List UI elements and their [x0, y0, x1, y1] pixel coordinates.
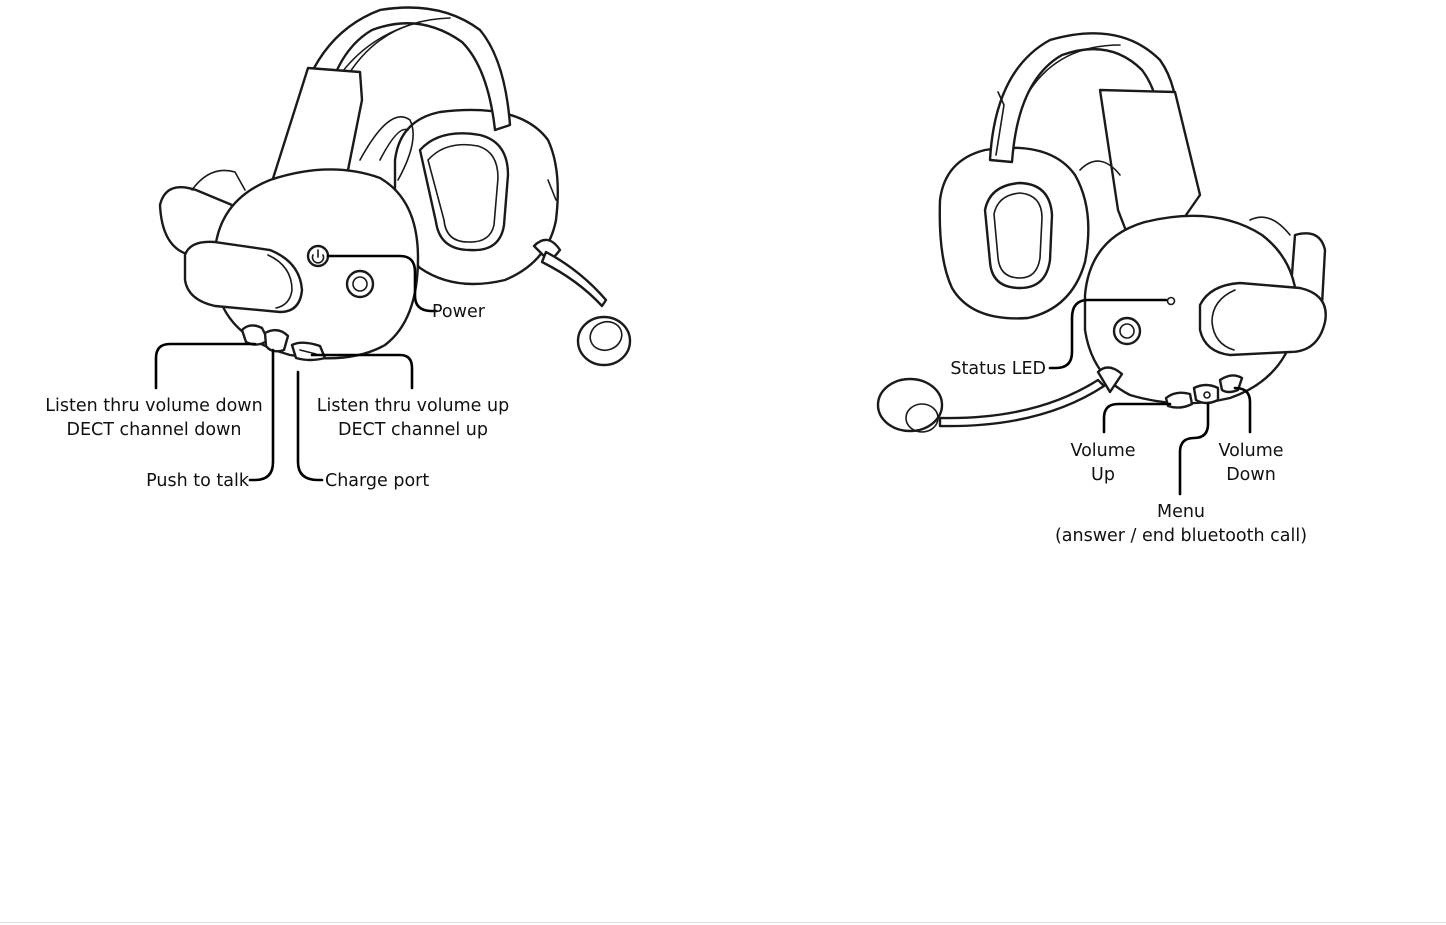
- listen-up-button[interactable]: [292, 343, 325, 360]
- right-far-earcup: [940, 148, 1089, 319]
- power-icon[interactable]: [308, 246, 328, 266]
- power-label: Power: [432, 302, 486, 322]
- listen-down-label-line2: DECT channel down: [66, 420, 241, 440]
- listen-up-label-line1: Listen thru volume up: [317, 396, 509, 416]
- charge-port-leader: [298, 372, 322, 480]
- listen-up-leader: [312, 355, 412, 388]
- listen-up-label-line2: DECT channel up: [338, 420, 488, 440]
- right-near-earcup: [1085, 216, 1326, 408]
- volume-down-label-line2: Down: [1226, 465, 1276, 485]
- volume-up-button[interactable]: [1166, 393, 1192, 408]
- volume-up-label-line1: Volume: [1070, 441, 1135, 461]
- listen-down-label-line1: Listen thru volume down: [45, 396, 262, 416]
- bottom-divider: [0, 922, 1446, 923]
- left-far-earcup: [395, 110, 558, 284]
- push-to-talk-label: Push to talk: [146, 471, 250, 491]
- volume-up-leader: [1104, 404, 1170, 432]
- menu-button[interactable]: [1194, 385, 1218, 403]
- menu-label-line1: Menu: [1157, 502, 1205, 522]
- left-near-earcup: [185, 169, 418, 360]
- menu-label-line2: (answer / end bluetooth call): [1055, 526, 1307, 546]
- menu-leader: [1180, 404, 1208, 494]
- left-boom-mic: [534, 240, 630, 365]
- charge-port-label: Charge port: [325, 471, 429, 491]
- listen-down-leader: [156, 344, 255, 388]
- volume-up-label-line2: Up: [1091, 465, 1115, 485]
- push-to-talk-button[interactable]: [265, 330, 288, 351]
- right-headset-illustration: [878, 33, 1326, 432]
- left-headset-illustration: [160, 8, 630, 366]
- volume-down-label-line1: Volume: [1218, 441, 1283, 461]
- status-led-label: Status LED: [950, 359, 1046, 379]
